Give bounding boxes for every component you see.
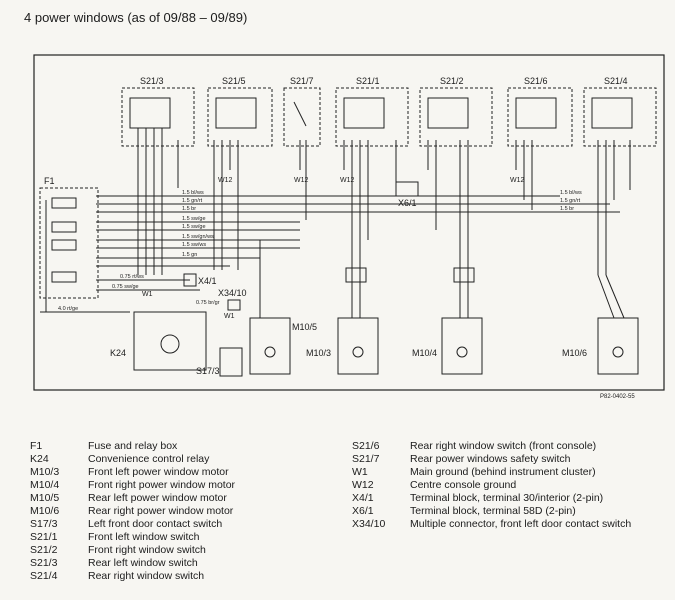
- wire-label: 0.75 rt/ws: [120, 274, 144, 280]
- switch-label-s21-4: S21/4: [604, 76, 628, 86]
- wire-label: 1.5 gn/rt: [182, 198, 203, 204]
- wire-label: 1.5 bl/ws: [182, 190, 204, 196]
- motors: [249, 240, 639, 375]
- legend-code: S21/7: [352, 453, 380, 465]
- connector-x34-10: [227, 299, 241, 311]
- terminal-x4-1-label: X4/1: [198, 276, 217, 286]
- legend-code: K24: [30, 453, 49, 465]
- legend-code: S21/1: [30, 531, 58, 543]
- legend-desc: Front left window switch: [88, 531, 200, 543]
- legend-desc: Rear right window switch (front console): [410, 440, 597, 452]
- wire-label: 4.0 rt/ge: [58, 306, 78, 312]
- fuse-box-label: F1: [44, 176, 55, 186]
- legend-desc: Rear power windows safety switch: [410, 453, 571, 465]
- ground-label-w12-d: W12: [510, 177, 525, 184]
- legend-desc: Rear left window switch: [88, 557, 198, 569]
- ground-label-w1-a: W1: [142, 291, 153, 298]
- legend-code: S21/2: [30, 544, 58, 556]
- wire-label: 1.5 sw/ge: [182, 224, 206, 230]
- legend-code: S21/4: [30, 570, 58, 582]
- switch-wires: [137, 128, 631, 275]
- legend-desc: Fuse and relay box: [88, 440, 178, 452]
- wire-label: 1.5 sw/gn/ws: [182, 234, 214, 240]
- motor-label-m10-4: M10/4: [412, 348, 437, 358]
- terminal-block-x4-1: [183, 273, 197, 287]
- wiring-diagram: S21/3 S21/5 S21/7 S21/1 S21/2 S21/6 S21/…: [33, 54, 665, 400]
- diagram-frame: [33, 54, 665, 391]
- legend-code: X34/10: [352, 518, 386, 530]
- legend-desc: Convenience control relay: [88, 453, 210, 465]
- fuse-box-outline: [39, 187, 99, 299]
- wire-label: 1.5 br: [182, 206, 196, 212]
- motor-label-m10-6: M10/6: [562, 348, 587, 358]
- relay-label: K24: [110, 348, 126, 358]
- legend-right: S21/6 Rear right window switch (front con…: [352, 440, 670, 540]
- wire-label: 0.75 br/gr: [196, 300, 220, 306]
- switch-contacts: [129, 97, 633, 129]
- legend-desc: Rear right power window motor: [88, 505, 234, 517]
- contact-switch-s17-3: [219, 347, 243, 377]
- bus-lines: [40, 195, 620, 313]
- ground-label-w12-b: W12: [294, 177, 309, 184]
- legend-desc: Main ground (behind instrument cluster): [410, 466, 596, 478]
- wire-label: 1.5 gn/rt: [560, 198, 581, 204]
- wire-label: 1.5 bl/ws: [560, 190, 582, 196]
- legend-code: M10/5: [30, 492, 60, 504]
- switch-label-s21-5: S21/5: [222, 76, 246, 86]
- fuse-elements: [45, 197, 77, 312]
- wire-label: 1.5 gn: [182, 252, 197, 258]
- motor-label-m10-5: M10/5: [292, 322, 317, 332]
- legend-code: X6/1: [352, 505, 374, 517]
- relay-k24: [133, 311, 207, 371]
- legend-desc: Multiple connector, front left door cont…: [410, 518, 632, 530]
- legend-code: M10/3: [30, 466, 60, 478]
- legend-code: S21/6: [352, 440, 380, 452]
- legend-desc: Rear right window switch: [88, 570, 205, 582]
- legend-code: X4/1: [352, 492, 374, 504]
- connector-label: X34/10: [218, 288, 247, 298]
- legend-code: W12: [352, 479, 374, 491]
- switch-label-s21-7: S21/7: [290, 76, 314, 86]
- switch-label-s21-2: S21/2: [440, 76, 464, 86]
- drawing-ref: P82-0402-55: [600, 394, 635, 400]
- wire-label: 0.75 sw/ge: [112, 284, 139, 290]
- switch-boxes: [121, 87, 657, 147]
- wire-label: 1.5 br: [560, 206, 574, 212]
- legend-code: M10/4: [30, 479, 60, 491]
- legend-code: S17/3: [30, 518, 58, 530]
- legend-desc: Front left power window motor: [88, 466, 229, 478]
- terminal-x6-1-label: X6/1: [398, 198, 417, 208]
- legend-desc: Left front door contact switch: [88, 518, 223, 530]
- legend-code: S21/3: [30, 557, 58, 569]
- switch-label-s21-3: S21/3: [140, 76, 164, 86]
- legend-desc: Terminal block, terminal 58D (2-pin): [410, 505, 576, 517]
- legend-code: M10/6: [30, 505, 60, 517]
- ground-label-w12-c: W12: [340, 177, 355, 184]
- legend-left: F1 Fuse and relay box K24 Convenience cont…: [30, 440, 330, 590]
- ground-label-w1-b: W1: [224, 313, 235, 320]
- page-title: 4 power windows (as of 09/88 – 09/89): [24, 10, 248, 25]
- wire-label: 1.5 sw/ws: [182, 242, 206, 248]
- switch-label-s21-6: S21/6: [524, 76, 548, 86]
- legend-desc: Front right power window motor: [88, 479, 236, 491]
- legend-desc: Front right window switch: [88, 544, 206, 556]
- contact-switch-label: S17/3: [196, 366, 220, 376]
- legend-desc: Centre console ground: [410, 479, 517, 491]
- wire-label: 1.5 sw/ge: [182, 216, 206, 222]
- switch-label-s21-1: S21/1: [356, 76, 380, 86]
- legend-desc: Rear left power window motor: [88, 492, 227, 504]
- motor-label-m10-3: M10/3: [306, 348, 331, 358]
- terminal-block-x6-1: [395, 181, 419, 197]
- legend-code: W1: [352, 466, 368, 478]
- ground-label-w12-a: W12: [218, 177, 233, 184]
- legend-code: F1: [30, 440, 43, 452]
- legend-desc: Terminal block, terminal 30/interior (2-…: [410, 492, 604, 504]
